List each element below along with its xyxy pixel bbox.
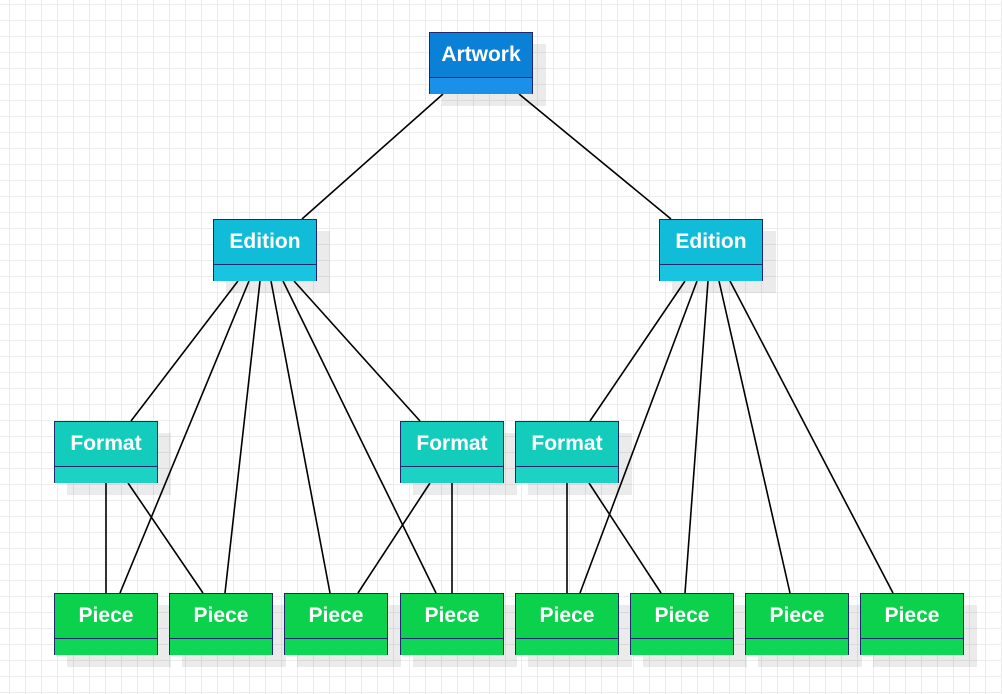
edge-edition-1-to-piece-1 — [119, 280, 250, 594]
edition-2-attributes-compartment — [660, 265, 762, 281]
piece-5-node[interactable]: Piece — [515, 593, 619, 655]
piece-8-label: Piece — [861, 594, 963, 639]
edge-edition-1-to-piece-3 — [270, 280, 331, 594]
format-1-node[interactable]: Format — [54, 421, 158, 483]
piece-8-node[interactable]: Piece — [860, 593, 964, 655]
edition-1-label: Edition — [214, 220, 316, 265]
edge-edition-1-to-piece-2 — [224, 280, 261, 594]
piece-1-node[interactable]: Piece — [54, 593, 158, 655]
format-2-attributes-compartment — [401, 467, 503, 483]
piece-1-label: Piece — [55, 594, 157, 639]
edge-edition-2-to-piece-6 — [684, 280, 709, 594]
piece-5-label: Piece — [516, 594, 618, 639]
piece-2-attributes-compartment — [170, 639, 272, 655]
piece-4-node[interactable]: Piece — [400, 593, 504, 655]
edition-2-node[interactable]: Edition — [659, 219, 763, 281]
artwork-node[interactable]: Artwork — [429, 32, 533, 94]
edge-artwork-to-edition-1 — [301, 93, 444, 220]
format-3-node[interactable]: Format — [515, 421, 619, 483]
format-2-label: Format — [401, 422, 503, 467]
edge-format-1-to-piece-2 — [127, 482, 204, 594]
piece-3-node[interactable]: Piece — [284, 593, 388, 655]
piece-2-node[interactable]: Piece — [169, 593, 273, 655]
piece-3-label: Piece — [285, 594, 387, 639]
format-1-label: Format — [55, 422, 157, 467]
piece-2-label: Piece — [170, 594, 272, 639]
edge-edition-2-to-format-3 — [589, 280, 686, 422]
artwork-label: Artwork — [430, 33, 532, 78]
piece-6-attributes-compartment — [631, 639, 733, 655]
edge-edition-1-to-format-2 — [293, 280, 421, 422]
format-2-node[interactable]: Format — [400, 421, 504, 483]
edge-edition-2-to-piece-5 — [579, 280, 698, 594]
edge-format-2-to-piece-3 — [357, 482, 431, 594]
piece-1-attributes-compartment — [55, 639, 157, 655]
format-3-label: Format — [516, 422, 618, 467]
format-1-attributes-compartment — [55, 467, 157, 483]
edge-format-3-to-piece-6 — [588, 482, 662, 594]
artwork-attributes-compartment — [430, 78, 532, 94]
edge-edition-2-to-piece-7 — [718, 280, 791, 594]
edge-artwork-to-edition-2 — [518, 93, 672, 220]
piece-8-attributes-compartment — [861, 639, 963, 655]
piece-7-label: Piece — [746, 594, 848, 639]
piece-4-label: Piece — [401, 594, 503, 639]
format-3-attributes-compartment — [516, 467, 618, 483]
edition-1-attributes-compartment — [214, 265, 316, 281]
piece-3-attributes-compartment — [285, 639, 387, 655]
piece-4-attributes-compartment — [401, 639, 503, 655]
edge-edition-1-to-format-1 — [130, 280, 239, 422]
piece-6-label: Piece — [631, 594, 733, 639]
edge-edition-2-to-piece-8 — [729, 280, 894, 594]
piece-7-attributes-compartment — [746, 639, 848, 655]
piece-5-attributes-compartment — [516, 639, 618, 655]
edge-edition-1-to-piece-4 — [282, 280, 437, 594]
edition-2-label: Edition — [660, 220, 762, 265]
edition-1-node[interactable]: Edition — [213, 219, 317, 281]
piece-7-node[interactable]: Piece — [745, 593, 849, 655]
piece-6-node[interactable]: Piece — [630, 593, 734, 655]
